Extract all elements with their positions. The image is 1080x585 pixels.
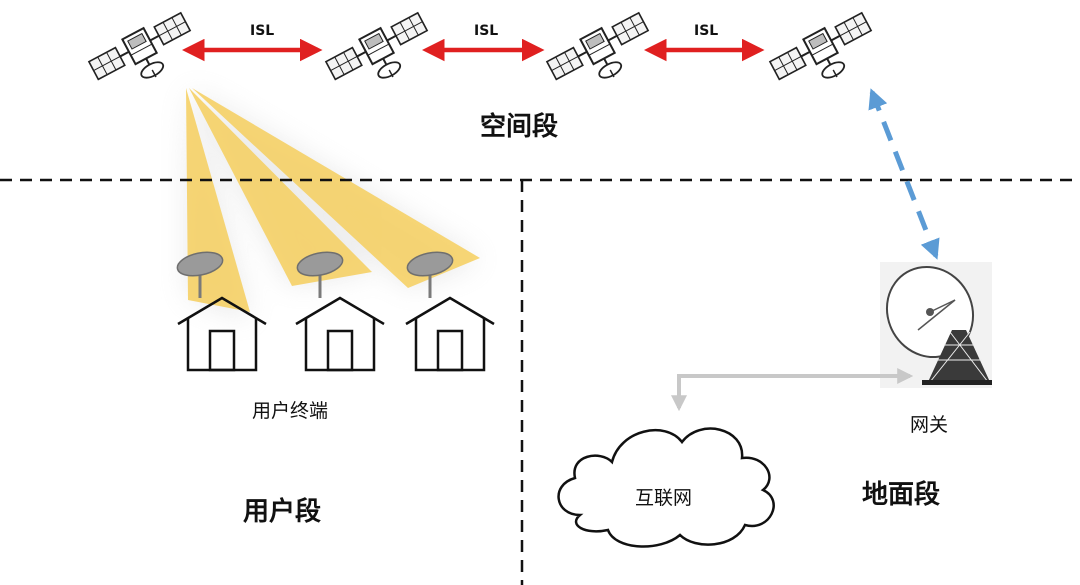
satellite-icon-3 [544,8,653,89]
beam-2 [189,88,372,286]
satellite-icon-1 [86,8,195,89]
isl-label-3: ISL [694,23,719,39]
user-segment-title: 用户段 [243,497,322,527]
isl-label-1: ISL [250,23,275,39]
cloud-icon [557,427,775,548]
gateway-internet-link [671,368,914,412]
gateway-label: 网关 [910,414,949,436]
space-segment-title: 空间段 [480,112,559,142]
gateway-antenna-icon [880,262,992,388]
user-terminal-label: 用户终端 [252,400,329,422]
feeder-link-arrow [868,88,940,260]
house-icon-2 [294,296,386,372]
ground-segment-title: 地面段 [862,480,941,510]
satellite-beams [186,88,480,312]
house-icon-3 [404,296,496,372]
isl-label-2: ISL [474,23,499,39]
satellite-icon-4 [767,8,876,89]
satellite-icon-2 [323,8,432,89]
internet-label: 互联网 [635,487,693,509]
house-icon-1 [176,296,268,372]
beam-3 [192,88,480,288]
